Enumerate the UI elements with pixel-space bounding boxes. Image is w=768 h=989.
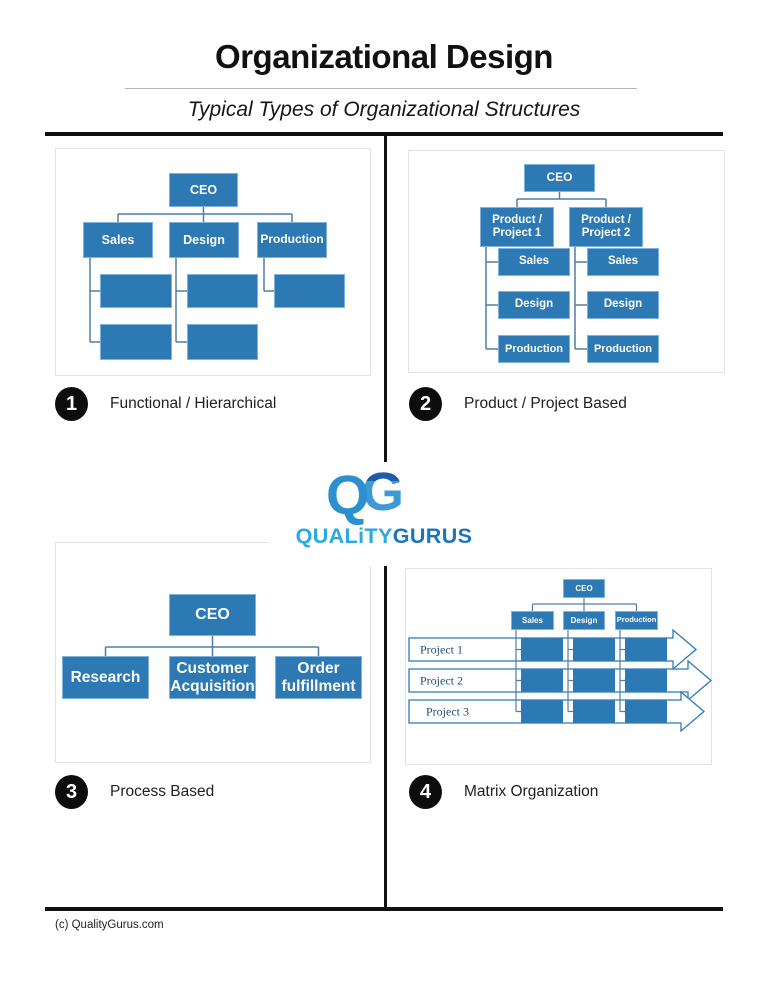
badge-2: 2 bbox=[409, 387, 442, 421]
org-box-customer-acquisition: Customer Acquisition bbox=[169, 656, 256, 699]
badge-1: 1 bbox=[55, 387, 88, 421]
org-box-production: Production bbox=[498, 335, 570, 363]
matrix-diagram-graphics: Project 1 Project 2 Project 3 bbox=[408, 598, 713, 733]
qualitygurus-logo: G G Q QUALiTYGURUS bbox=[269, 462, 499, 566]
org-box-ceo: CEO bbox=[563, 579, 605, 598]
bottom-rule bbox=[45, 907, 723, 911]
qg-monogram-icon: G G Q bbox=[326, 462, 404, 526]
org-box-ceo: CEO bbox=[524, 164, 595, 192]
org-box-production: Production bbox=[587, 335, 659, 363]
org-box-sales: Sales bbox=[511, 611, 554, 630]
org-box-production: Production bbox=[615, 611, 658, 630]
process-connector-lines bbox=[104, 636, 320, 656]
badge-4: 4 bbox=[409, 775, 442, 809]
org-box-design: Design bbox=[563, 611, 605, 630]
org-box-research: Research bbox=[62, 656, 149, 699]
org-box-blank bbox=[274, 274, 345, 308]
quadrant-process-panel: CEO Research Customer Acquisition Order … bbox=[55, 542, 371, 763]
org-box-product-1: Product / Project 1 bbox=[480, 207, 554, 247]
title-divider-line bbox=[125, 88, 637, 89]
svg-text:Q: Q bbox=[326, 463, 370, 526]
quadrant-matrix-panel: Project 1 Project 2 Project 3 CEO Sales … bbox=[405, 568, 713, 765]
org-box-order-fulfillment: Order fulfillment bbox=[275, 656, 362, 699]
svg-text:G: G bbox=[362, 462, 404, 522]
logo-word-quality: QUALiTY bbox=[295, 524, 393, 548]
org-box-production: Production bbox=[257, 222, 327, 258]
org-box-design: Design bbox=[498, 291, 570, 319]
org-box-blank bbox=[100, 324, 172, 360]
svg-text:G: G bbox=[362, 462, 404, 522]
logo-word-gurus: GURUS bbox=[392, 524, 473, 548]
org-box-sales: Sales bbox=[587, 248, 659, 276]
copyright-text: (c) QualityGurus.com bbox=[55, 919, 164, 931]
project-1-label: Project 1 bbox=[420, 643, 463, 657]
org-box-blank bbox=[100, 274, 172, 308]
quadrant-product-panel: CEO Product / Project 1 Product / Projec… bbox=[408, 150, 725, 373]
caption-functional: 1 Functional / Hierarchical bbox=[55, 387, 276, 421]
caption-product-label: Product / Project Based bbox=[464, 395, 627, 412]
org-box-ceo: CEO bbox=[169, 594, 256, 636]
caption-process-label: Process Based bbox=[110, 783, 215, 800]
caption-functional-label: Functional / Hierarchical bbox=[110, 395, 277, 412]
matrix-cells bbox=[521, 638, 667, 723]
page-title: Organizational Design bbox=[215, 38, 553, 75]
logo-wordmark: QUALiTYGURUS bbox=[296, 524, 473, 549]
org-box-ceo: CEO bbox=[169, 173, 238, 207]
org-box-product-2: Product / Project 2 bbox=[569, 207, 643, 247]
org-box-sales: Sales bbox=[83, 222, 153, 258]
org-box-design: Design bbox=[169, 222, 239, 258]
org-box-design: Design bbox=[587, 291, 659, 319]
page-subtitle: Typical Types of Organizational Structur… bbox=[187, 98, 581, 121]
caption-process: 3 Process Based bbox=[55, 775, 214, 809]
org-box-blank bbox=[187, 274, 258, 308]
quadrant-functional-panel: CEO Sales Design Production bbox=[55, 148, 371, 376]
caption-matrix-label: Matrix Organization bbox=[464, 783, 599, 800]
org-box-sales: Sales bbox=[498, 248, 570, 276]
caption-matrix: 4 Matrix Organization bbox=[409, 775, 598, 809]
badge-3: 3 bbox=[55, 775, 88, 809]
project-2-label: Project 2 bbox=[420, 674, 463, 688]
caption-product: 2 Product / Project Based bbox=[409, 387, 627, 421]
org-box-blank bbox=[187, 324, 258, 360]
project-3-label: Project 3 bbox=[426, 705, 469, 719]
